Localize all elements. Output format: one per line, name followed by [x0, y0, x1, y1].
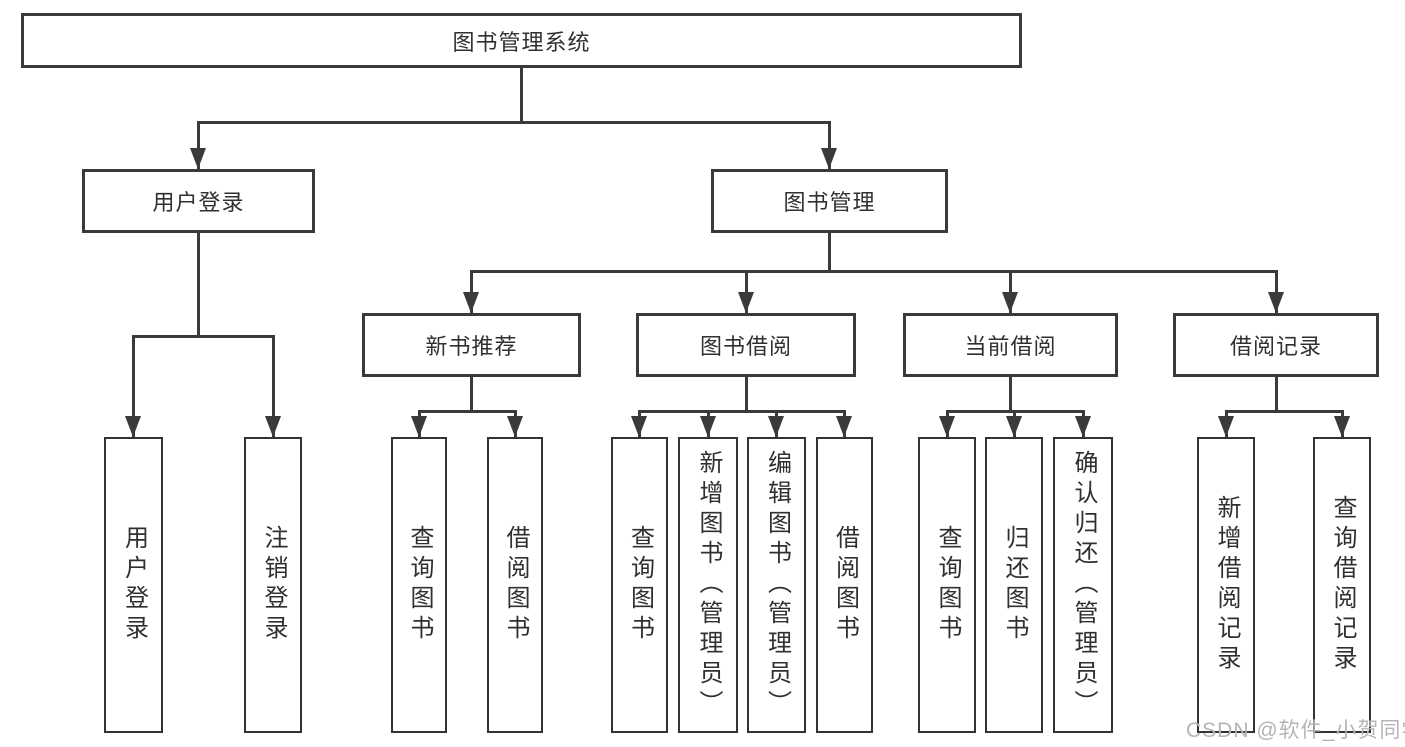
arrow-down-icon — [1006, 416, 1022, 437]
node-new-book-recommend: 新书推荐 — [362, 313, 581, 377]
connector-line — [272, 335, 275, 437]
node-book-borrowing: 图书借阅 — [636, 313, 856, 377]
connector-line — [1009, 374, 1012, 413]
arrow-down-icon — [463, 292, 479, 313]
arrow-down-icon — [821, 148, 837, 169]
connector-line — [745, 270, 748, 313]
node-label: 注销登录 — [260, 525, 287, 645]
connector-line — [470, 270, 473, 313]
node-label: 查询图书 — [626, 525, 654, 645]
node-label: 确认归还（管理员） — [1070, 450, 1097, 720]
leaf-edit-books-admin: 编辑图书（管理员） — [747, 437, 806, 733]
connector-line — [638, 410, 846, 413]
leaf-borrow-books: 借阅图书 — [816, 437, 873, 733]
arrow-down-icon — [738, 292, 754, 313]
arrow-down-icon — [700, 416, 716, 437]
leaf-confirm-return-admin: 确认归还（管理员） — [1053, 437, 1113, 733]
leaf-borrow-books: 借阅图书 — [487, 437, 543, 733]
arrow-down-icon — [768, 416, 784, 437]
node-label: 用户登录 — [120, 525, 148, 645]
node-label: 图书借阅 — [699, 334, 792, 359]
node-label: 借阅图书 — [831, 525, 859, 645]
node-label: 图书管理 — [783, 190, 876, 215]
node-label: 新书推荐 — [425, 334, 518, 359]
connector-line — [132, 335, 135, 437]
node-label: 归还图书 — [1001, 525, 1028, 645]
leaf-add-borrow-record: 新增借阅记录 — [1197, 437, 1255, 733]
connector-line — [1275, 377, 1278, 413]
arrow-down-icon — [836, 416, 852, 437]
leaf-logout: 注销登录 — [244, 437, 302, 733]
arrow-down-icon — [190, 148, 206, 169]
node-label: 查询借阅记录 — [1329, 495, 1356, 675]
connector-line — [470, 270, 1278, 273]
connector-line — [1009, 270, 1012, 313]
arrow-down-icon — [1218, 416, 1234, 437]
node-label: 图书管理系统 — [452, 29, 591, 55]
connector-line — [1225, 410, 1344, 413]
connector-line — [520, 68, 523, 124]
node-label: 编辑图书（管理员） — [763, 450, 791, 720]
arrow-down-icon — [507, 416, 523, 437]
node-label: 借阅图书 — [502, 525, 529, 645]
leaf-query-books: 查询图书 — [918, 437, 976, 733]
leaf-user-login: 用户登录 — [104, 437, 163, 733]
connector-line — [197, 121, 831, 124]
leaf-query-borrow-record: 查询借阅记录 — [1313, 437, 1371, 733]
arrow-down-icon — [265, 416, 281, 437]
connector-line — [470, 377, 473, 413]
leaf-query-books: 查询图书 — [391, 437, 447, 733]
connector-line — [197, 121, 200, 169]
node-book-management: 图书管理 — [711, 169, 948, 233]
node-label: 查询图书 — [406, 525, 433, 645]
connector-line — [745, 377, 748, 413]
connector-line — [197, 233, 200, 335]
arrow-down-icon — [411, 416, 427, 437]
arrow-down-icon — [1002, 292, 1018, 313]
leaf-add-books-admin: 新增图书（管理员） — [678, 437, 738, 733]
connector-line — [828, 121, 831, 169]
connector-line — [418, 410, 517, 413]
arrow-down-icon — [939, 416, 955, 437]
node-library-management-system: 图书管理系统 — [21, 13, 1022, 68]
node-label: 用户登录 — [152, 190, 245, 215]
arrow-down-icon — [1075, 416, 1091, 437]
leaf-return-books: 归还图书 — [985, 437, 1043, 733]
node-label: 当前借阅 — [964, 334, 1057, 359]
node-user-login: 用户登录 — [82, 169, 315, 233]
arrow-down-icon — [631, 416, 647, 437]
csdn-watermark: CSDN @软件_小贺同学 — [1186, 719, 1405, 742]
node-label: 新增图书（管理员） — [695, 450, 722, 720]
connector-line — [132, 335, 274, 338]
node-label: 新增借阅记录 — [1213, 495, 1240, 675]
arrow-down-icon — [125, 416, 141, 437]
connector-line — [1275, 270, 1278, 313]
arrow-down-icon — [1268, 292, 1284, 313]
node-label: 查询图书 — [934, 525, 961, 645]
node-borrowing-records: 借阅记录 — [1173, 313, 1379, 377]
leaf-query-books: 查询图书 — [611, 437, 668, 733]
connector-line — [828, 233, 831, 272]
arrow-down-icon — [1334, 416, 1350, 437]
node-label: 借阅记录 — [1229, 334, 1322, 359]
node-current-borrowing: 当前借阅 — [903, 313, 1118, 377]
